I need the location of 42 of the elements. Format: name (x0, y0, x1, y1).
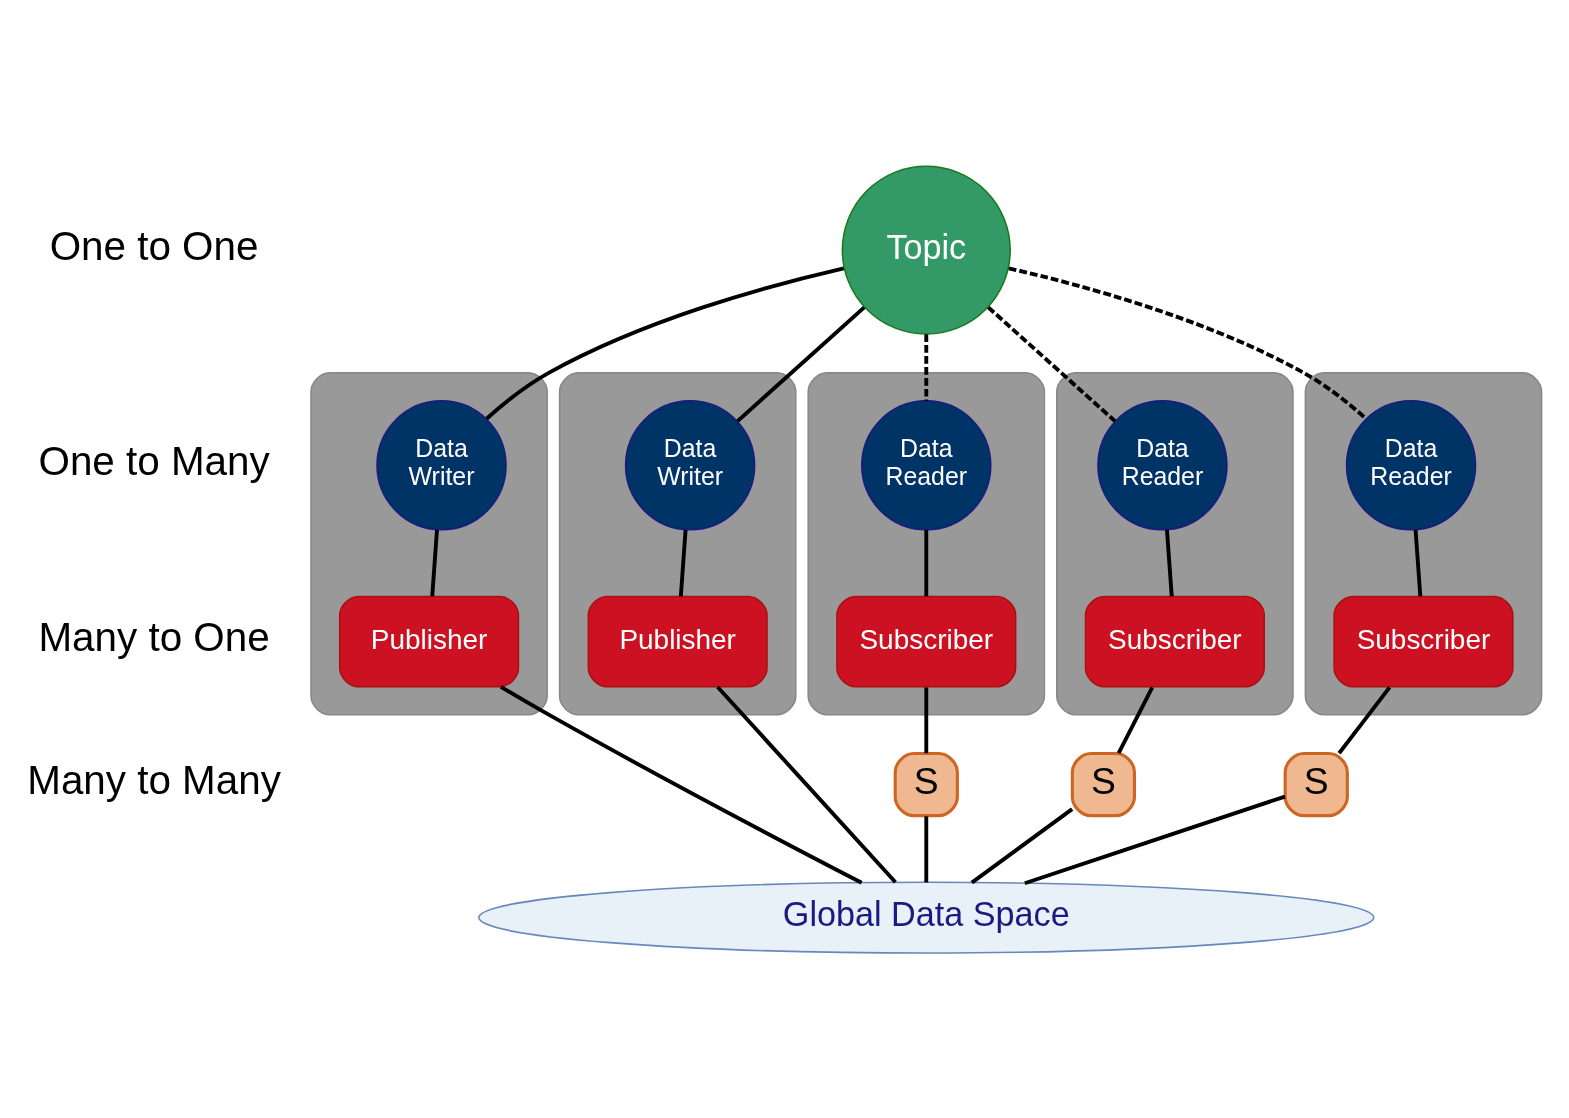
cluster (558, 371, 797, 715)
node-ellipse: Global Data Space (478, 881, 1375, 954)
node-box: Publisher (587, 595, 768, 687)
cluster (807, 371, 1046, 715)
connector (430, 529, 439, 596)
connector (485, 265, 845, 420)
node-circle: Data Reader (1345, 399, 1477, 531)
cluster (310, 371, 548, 715)
label: Many to Many (27, 756, 281, 803)
node-circle: Data Writer (376, 399, 507, 531)
node-circle: Data Reader (861, 399, 992, 531)
node-box: S (893, 751, 959, 817)
connector (499, 684, 863, 885)
connector (1413, 529, 1423, 596)
connector (924, 686, 929, 753)
label: One to One (49, 222, 259, 269)
node-circle: Data Reader (1097, 399, 1228, 531)
label: One to Many (38, 437, 270, 484)
connector (1337, 685, 1392, 754)
connector (1116, 686, 1154, 754)
connector (987, 305, 1117, 423)
cluster (1056, 371, 1294, 715)
node-box: Subscriber (836, 595, 1017, 687)
connector (678, 529, 688, 596)
node-box: S (1070, 751, 1137, 817)
connector (716, 685, 897, 884)
connector (924, 529, 929, 596)
connector (1008, 265, 1368, 420)
node-box: Subscriber (1333, 595, 1514, 687)
connector (736, 305, 866, 423)
connector (1165, 529, 1174, 596)
connector (924, 333, 929, 401)
connector (970, 807, 1074, 884)
node-circle: Data Writer (624, 399, 756, 531)
connector (1024, 794, 1286, 885)
connector (924, 815, 929, 882)
node-box: S (1283, 751, 1349, 817)
cluster (1304, 371, 1543, 715)
label: Many to One (38, 613, 270, 660)
node-box: Subscriber (1084, 595, 1265, 687)
node-box: Publisher (338, 595, 520, 687)
node-circle: Topic (841, 164, 1011, 335)
